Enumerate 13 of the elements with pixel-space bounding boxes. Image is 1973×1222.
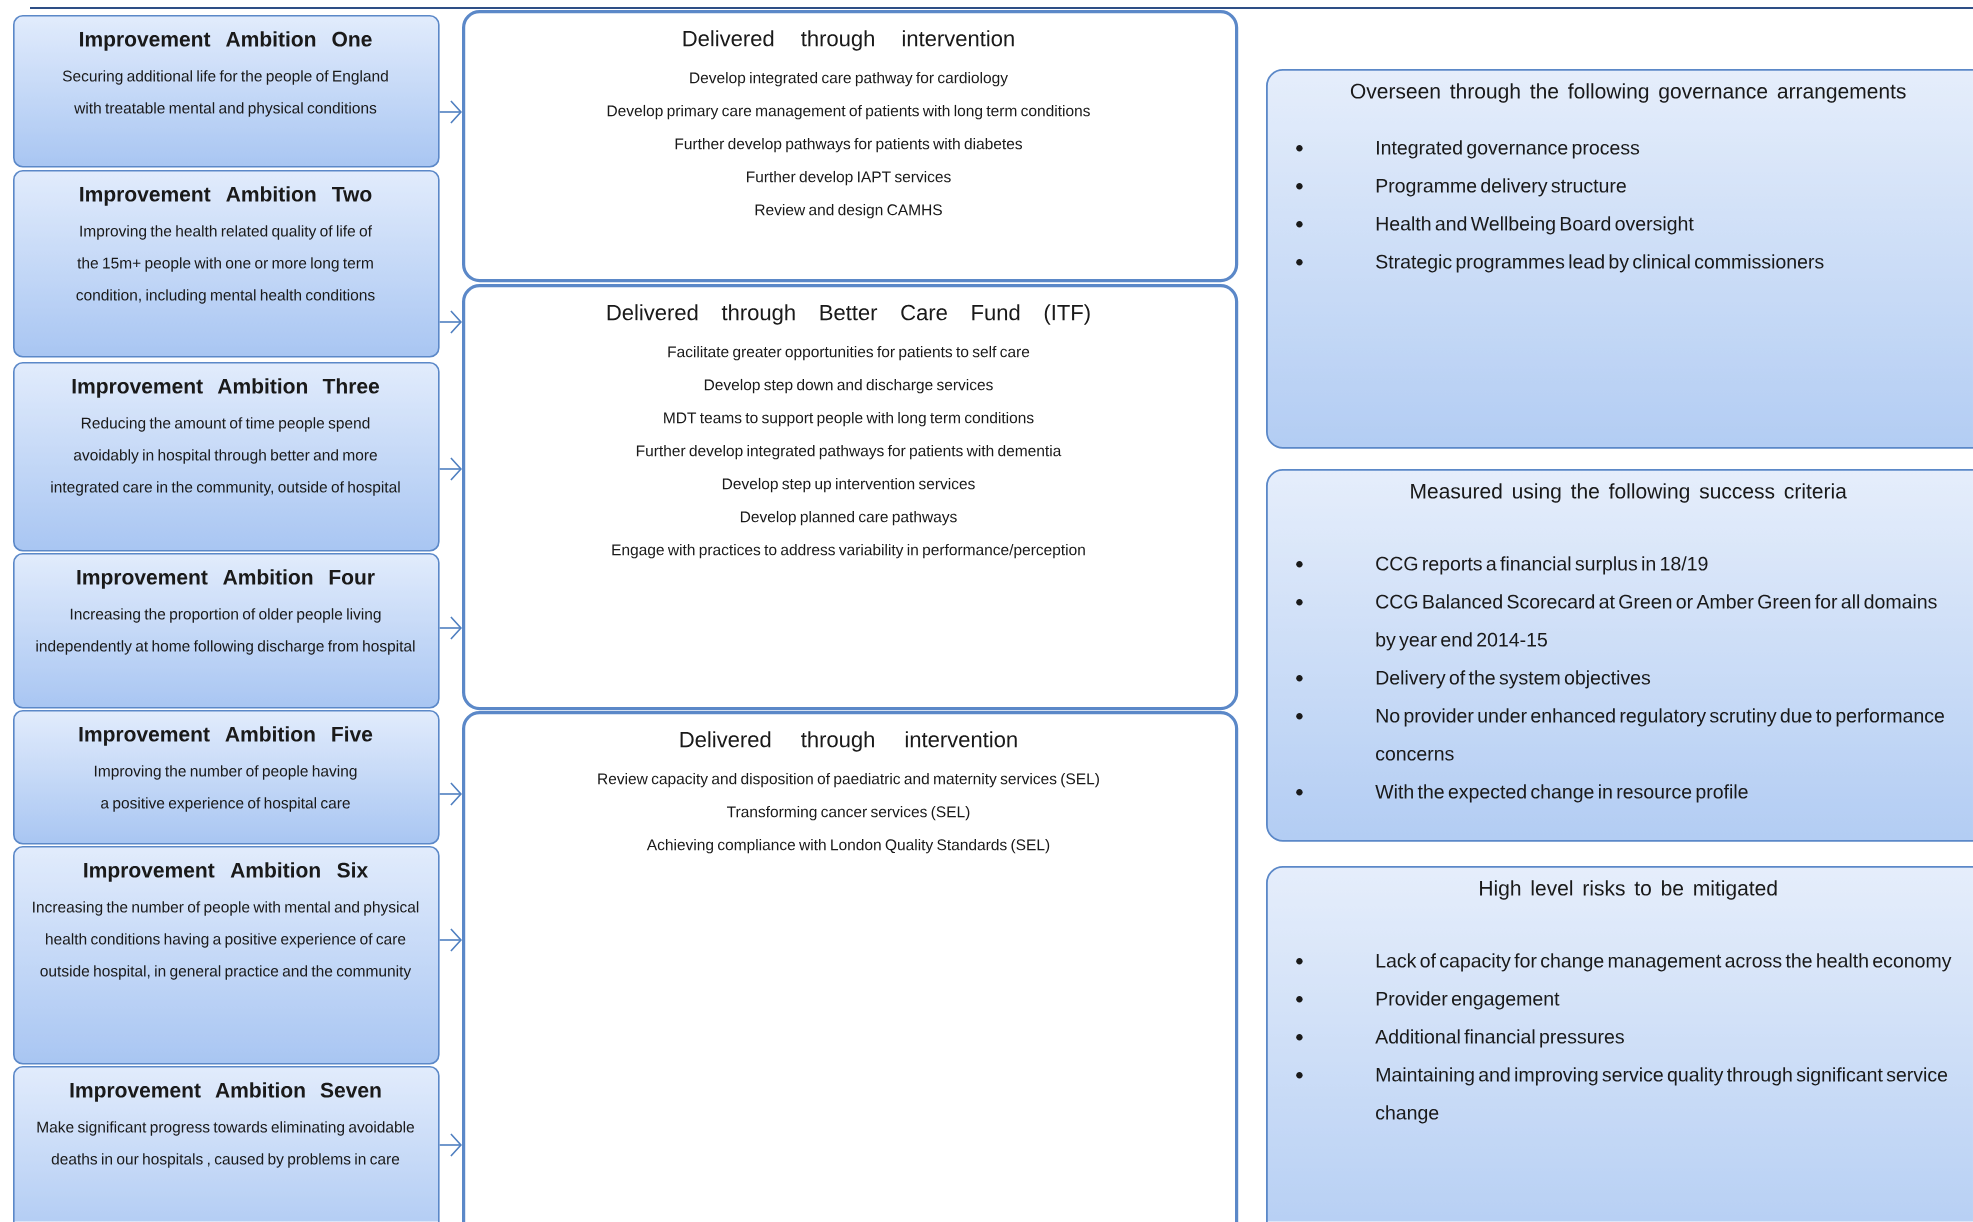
panel-box: Measured using the following success criteria CCG reports a financial surplus in 18/19 CCG Balanced Scorecard at Green or Amber Green for all domains by year end 2014-15 Delivery of the system objectives No provider under enhanced regulatory scrutiny due to performance concerns With the expected change in resource profile — [1266, 469, 1973, 842]
panel-box: High level risks to be mitigated Lack of capacity for change management across the health economy Provider engagement Additional financial pressures Maintaining and improving service quality through significant service change — [1266, 866, 1973, 1222]
intervention-box: Delivered through intervention Develop integrated care pathway for cardiology Develop primary care management of patients with long term conditions Further develop pathways for patients with diabetes Further develop IAPT services Review and design CAMHS — [462, 10, 1239, 283]
intervention-box: Delivered through intervention Review capacity and disposition of paediatric and maternity services (SEL) Transforming cancer services (SEL) Achieving compliance with London Quality Standards (SEL) — [462, 711, 1239, 1222]
ambition-box: Improvement Ambition Four Increasing the proportion of older people living independently at home following discharge from hospital — [13, 553, 440, 709]
ambition-box: Improvement Ambition Three Reducing the amount of time people spend avoidably in hospital through better and more integrated care in the community, outside of hospital — [13, 362, 440, 552]
ambition-box: Improvement Ambition Six Increasing the number of people with mental and physical health conditions having a positive experience of care outside hospital, in general practice and the community — [13, 846, 440, 1065]
panel-box: Overseen through the following governance arrangements Integrated governance process Programme delivery structure Health and Wellbeing Board oversight Strategic programmes lead by clinical commissioners — [1266, 69, 1973, 449]
intervention-box: Delivered through Better Care Fund (ITF) Facilitate greater opportunities for patients to self care Develop step down and discharge services MDT teams to support people with long term conditions Further develop integrated pathways for patients with dementia Develop step up intervention services Develop planned care pathways Engage with practices to address variability in performance/perception — [462, 284, 1239, 711]
ambition-box: Improvement Ambition Seven Make significant progress towards eliminating avoidable deaths in our hospitals , caused by problems in care — [13, 1066, 440, 1222]
ambition-box: Improvement Ambition Five Improving the number of people having a positive experience of hospital care — [13, 710, 440, 845]
ambition-box: Improvement Ambition One Securing additional life for the people of England with treatable mental and physical conditions — [13, 15, 440, 168]
ambition-box: Improvement Ambition Two Improving the health related quality of life of the 15m+ people with one or more long term condition, including mental health conditions — [13, 170, 440, 358]
